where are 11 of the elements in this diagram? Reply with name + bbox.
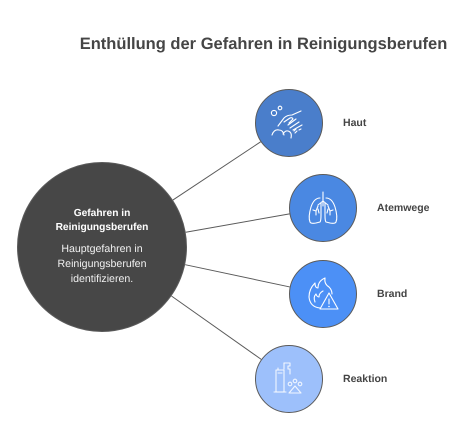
connector-line [172,141,262,201]
hazard-label: Brand [377,288,408,300]
hazard-label: Reaktion [343,373,388,385]
connector-line [185,213,290,233]
connector-line [184,264,290,288]
node-description: Hauptgefahren in Reinigungsberufen identifizieren. [56,242,148,287]
node-heading: Gefahren in Reinigungsberufen [54,207,150,235]
diagram-title: Enthüllung der Gefahren in Reinigungsberufen [78,35,448,54]
connector-line [170,296,262,360]
hazard-label: Atemwege [377,202,430,214]
hazard-label: Haut [343,117,366,129]
